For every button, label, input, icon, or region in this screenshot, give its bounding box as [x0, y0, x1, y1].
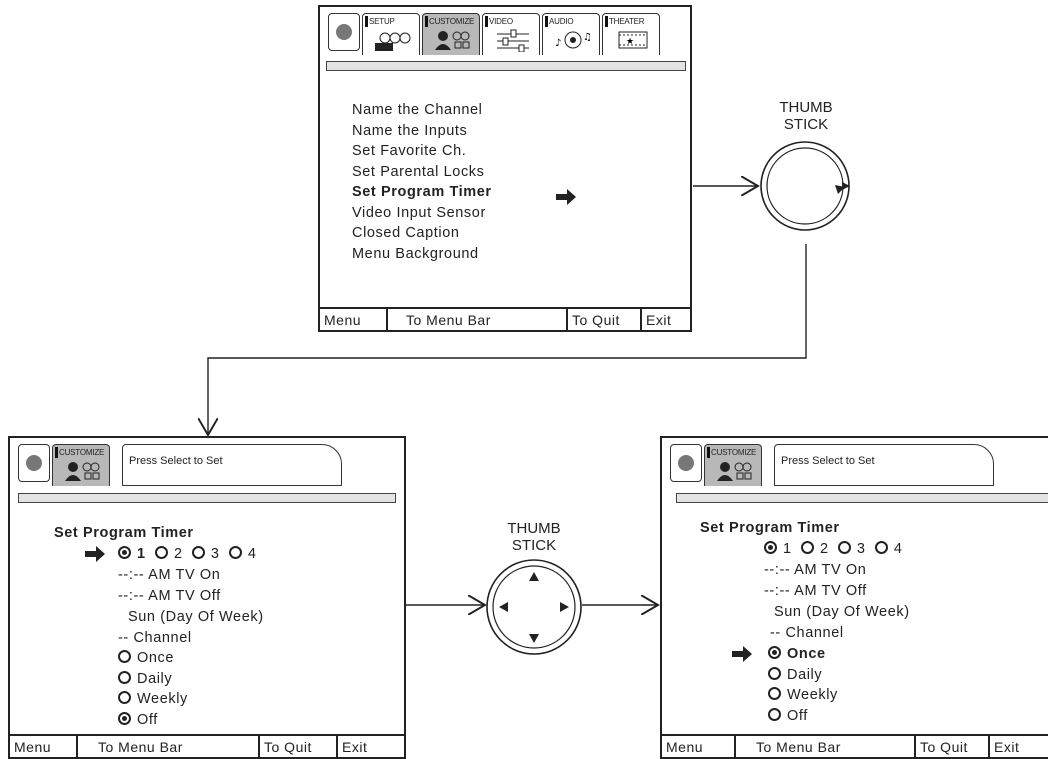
footer-exit: Exit: [646, 311, 672, 328]
footer-menu: Menu: [662, 736, 736, 757]
top-menu-screen: SETUP CUSTOMIZE VIDEO AUDIO ♪♫ THEATER ★…: [318, 5, 692, 332]
joystick-icon: [336, 24, 352, 40]
menu-tab-bar: SETUP CUSTOMIZE VIDEO AUDIO ♪♫ THEATER ★: [328, 13, 662, 59]
selection-arrow-icon: [556, 189, 576, 205]
timer-option-3[interactable]: 3: [191, 546, 220, 562]
tab-customize[interactable]: CUSTOMIZE: [422, 13, 480, 55]
menu-item[interactable]: Closed Caption: [352, 225, 460, 241]
timer-option-2[interactable]: 2: [154, 546, 183, 562]
thumbstick-1-icon: [760, 141, 850, 231]
menu-item[interactable]: Menu Background: [352, 245, 479, 262]
footer-menu: Menu: [320, 309, 388, 330]
freq-weekly[interactable]: Weekly: [118, 689, 188, 709]
video-sliders-icon: [497, 29, 529, 52]
selection-arrow-icon: [732, 646, 752, 662]
footer-menu: Menu: [10, 736, 78, 757]
menu-tab-bar: CUSTOMIZE: [18, 444, 112, 490]
thumbstick-2-icon: [486, 559, 582, 655]
timer-option-3[interactable]: 3: [837, 541, 866, 557]
footer-bar: Menu To Menu Bar To Quit Exit: [662, 734, 1048, 757]
timer-option-2[interactable]: 2: [800, 541, 829, 557]
tv-off-time[interactable]: --:-- AM TV Off: [118, 588, 221, 604]
menu-item[interactable]: Set Favorite Ch.: [352, 143, 467, 159]
menu-item-selected[interactable]: Set Program Timer: [352, 184, 492, 200]
timer-option-1[interactable]: 1: [118, 546, 146, 562]
channel-field[interactable]: -- Channel: [770, 625, 844, 641]
tab-video[interactable]: VIDEO: [482, 13, 540, 55]
customize-menu-list: Name the Channel Name the Inputs Set Fav…: [352, 100, 492, 264]
timer-title: Set Program Timer: [700, 520, 840, 536]
audio-icon: ♪♫: [555, 31, 592, 49]
footer-exit: Exit: [342, 738, 368, 755]
menu-bar-strip: [326, 61, 686, 71]
joystick-icon: [26, 455, 42, 471]
freq-once[interactable]: Once: [768, 644, 826, 664]
menu-bar-strip: [18, 493, 396, 503]
tab-theater[interactable]: THEATER ★: [602, 13, 660, 55]
tab-customize[interactable]: CUSTOMIZE: [704, 444, 762, 486]
footer-to-menu-bar: To Menu Bar: [736, 736, 916, 757]
customize-icon: [435, 31, 470, 50]
menu-tab-bar: CUSTOMIZE: [670, 444, 764, 490]
right-timer-screen: CUSTOMIZE Press Select to Set Set Progra…: [660, 436, 1048, 759]
theater-film-icon: ★: [618, 31, 648, 49]
freq-daily[interactable]: Daily: [118, 669, 172, 689]
footer-to-quit: To Quit: [260, 736, 338, 757]
freq-once[interactable]: Once: [118, 648, 174, 668]
tab-customize[interactable]: CUSTOMIZE: [52, 444, 110, 486]
menu-item[interactable]: Name the Inputs: [352, 122, 468, 139]
timer-number-selector: 1 2 3 4: [764, 539, 902, 559]
footer-to-menu-bar: To Menu Bar: [388, 309, 568, 330]
menu-item[interactable]: Name the Channel: [352, 102, 483, 118]
menu-item[interactable]: Video Input Sensor: [352, 204, 486, 221]
timer-option-4[interactable]: 4: [228, 546, 257, 562]
footer-to-menu-bar: To Menu Bar: [78, 736, 260, 757]
customize-icon: [717, 462, 752, 481]
svg-text:♫: ♫: [583, 32, 592, 43]
freq-off[interactable]: Off: [768, 706, 808, 726]
customize-icon: [65, 462, 100, 481]
selection-arrow-icon: [85, 546, 105, 562]
instruction-callout: Press Select to Set: [122, 444, 342, 486]
channel-field[interactable]: -- Channel: [118, 630, 192, 646]
tv-on-time[interactable]: --:-- AM TV On: [764, 562, 867, 578]
menu-bar-strip: [676, 493, 1048, 503]
tv-on-time[interactable]: --:-- AM TV On: [118, 567, 221, 583]
freq-daily[interactable]: Daily: [768, 665, 822, 685]
menu-item[interactable]: Set Parental Locks: [352, 163, 485, 180]
footer-to-quit: To Quit: [568, 309, 642, 330]
tab-setup[interactable]: SETUP: [362, 13, 420, 55]
day-of-week[interactable]: Sun (Day Of Week): [128, 609, 264, 625]
left-timer-screen: CUSTOMIZE Press Select to Set Set Progra…: [8, 436, 406, 759]
day-of-week[interactable]: Sun (Day Of Week): [774, 604, 910, 620]
tv-off-time[interactable]: --:-- AM TV Off: [764, 583, 867, 599]
setup-icon: [375, 32, 411, 51]
timer-number-selector: 1 2 3 4: [118, 544, 256, 564]
timer-title: Set Program Timer: [54, 525, 194, 541]
svg-text:♪: ♪: [555, 38, 561, 49]
footer-to-quit: To Quit: [916, 736, 990, 757]
footer-exit: Exit: [994, 738, 1020, 755]
arrow-to-left-screen: [208, 244, 807, 435]
nav-tab[interactable]: [328, 13, 360, 51]
freq-weekly[interactable]: Weekly: [768, 685, 838, 705]
nav-tab[interactable]: [18, 444, 50, 482]
footer-bar: Menu To Menu Bar To Quit Exit: [320, 307, 690, 330]
svg-text:★: ★: [626, 37, 634, 47]
footer-bar: Menu To Menu Bar To Quit Exit: [10, 734, 404, 757]
instruction-callout: Press Select to Set: [774, 444, 994, 486]
timer-option-1[interactable]: 1: [764, 541, 792, 557]
nav-tab[interactable]: [670, 444, 702, 482]
joystick-icon: [678, 455, 694, 471]
timer-option-4[interactable]: 4: [874, 541, 903, 557]
tab-audio[interactable]: AUDIO ♪♫: [542, 13, 600, 55]
freq-off[interactable]: Off: [118, 710, 158, 730]
